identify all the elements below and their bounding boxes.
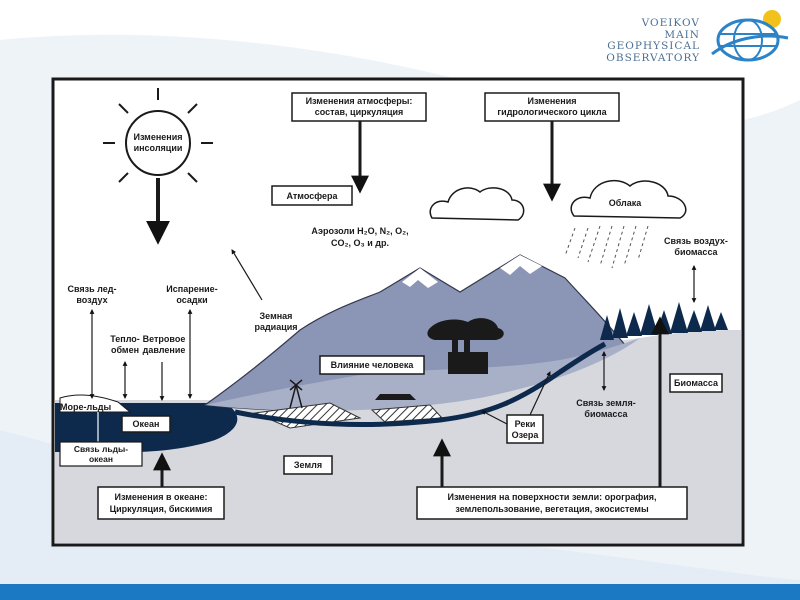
box-human-impact xyxy=(319,355,425,375)
mountain-snowcap-left xyxy=(402,268,438,288)
box-rivers-lakes xyxy=(506,414,544,444)
sun-icon xyxy=(103,88,213,198)
earth-radiation-arrow xyxy=(231,249,263,301)
box-surface-change xyxy=(416,486,688,520)
globe-logo-icon xyxy=(711,10,789,62)
factory-chimney xyxy=(464,340,470,354)
windmill-icon xyxy=(289,379,303,409)
label-earth: Земля xyxy=(294,460,322,470)
label-sea-ice: Море-льды xyxy=(60,402,111,412)
factory-icon xyxy=(448,352,488,374)
mountain-snowcap-right xyxy=(500,255,542,275)
label-heat-exchange: Тепло-обмен xyxy=(110,334,140,355)
label-ocean: Океан xyxy=(133,419,160,429)
sea-ice xyxy=(59,394,132,413)
box-ocean-change xyxy=(97,486,225,520)
cloud-left-icon xyxy=(429,187,525,221)
label-evaporation: Испарение-осадки xyxy=(166,284,217,305)
logo-line-2: MAIN xyxy=(664,28,700,41)
rain-icon xyxy=(564,225,649,269)
organization-logo-text: VOEIKOV MAIN GEOPHYSICAL OBSERVATORY xyxy=(606,17,700,64)
label-atm-change: Изменения атмосферы:состав, циркуляция xyxy=(306,96,413,117)
box-ocean xyxy=(121,415,171,433)
box-ice-ocean xyxy=(59,441,143,467)
label-air-biomass: Связь воздух-биомасса xyxy=(664,236,728,257)
factory-chimney xyxy=(452,336,458,354)
river xyxy=(234,341,607,427)
label-human-impact: Влияние человека xyxy=(331,360,415,370)
label-land-biomass: Связь земля-биомасса xyxy=(576,398,636,419)
rivers-pointer-up xyxy=(529,371,551,416)
rivers-pointer-left xyxy=(481,410,508,425)
logo-line-3: GEOPHYSICAL xyxy=(607,40,700,52)
logo-line-4: OBSERVATORY xyxy=(606,51,700,64)
box-atm-change xyxy=(291,92,427,122)
box-earth xyxy=(283,455,333,475)
cloud-right-icon xyxy=(570,179,687,219)
label-biomass: Биомасса xyxy=(674,378,719,388)
label-ice-air: Связь лед-воздух xyxy=(68,284,117,305)
box-biomass xyxy=(669,373,723,393)
label-ocean-change: Изменения в океане:Циркуляция, бискимия xyxy=(110,492,213,514)
footer-band xyxy=(0,584,800,600)
label-ice-ocean: Связь льды-океан xyxy=(74,444,128,464)
label-surface-change: Изменения на поверхности земли: орографи… xyxy=(447,492,656,514)
label-atmosphere: Атмосфера xyxy=(287,191,339,201)
logo-line-1: VOEIKOV xyxy=(641,17,700,29)
box-atmosphere xyxy=(271,185,353,206)
car-icon xyxy=(375,394,416,400)
smoke-cloud xyxy=(427,318,504,340)
label-aerosols: Аэрозоли H₂O, N₂, O₂,CO₂, O₃ и др. xyxy=(311,226,408,248)
label-clouds: Облака xyxy=(609,198,643,208)
